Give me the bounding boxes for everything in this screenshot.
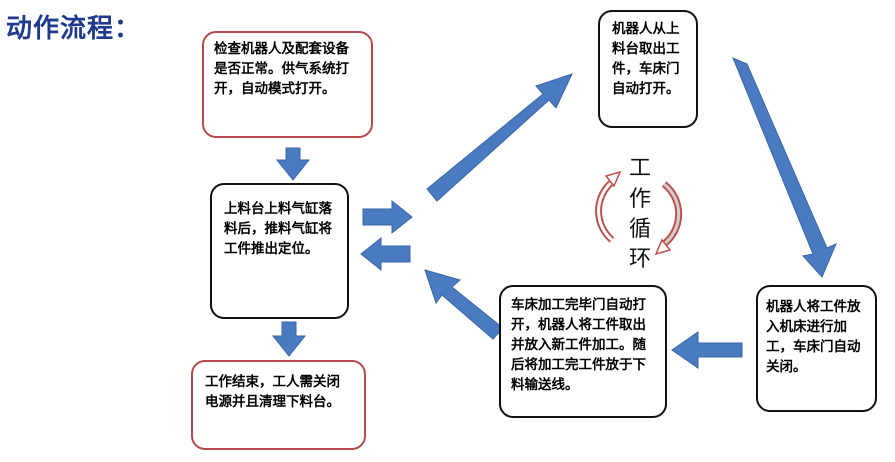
arrow-diagonal-feed-to-pick <box>426 73 573 202</box>
step-load-text: 机器人将工件放入机床进行加工，车床门自动关闭。 <box>766 299 861 375</box>
arrow-diagonal-unload-to-feed <box>424 269 504 340</box>
arrow-left-load-to-unload <box>671 331 743 369</box>
step-unload-box: 车床加工完毕门自动打开，机器人将工件取出并放入新工件加工。随后将加工完工件放于下… <box>499 285 667 418</box>
arrow-down-check-to-feed <box>275 147 311 181</box>
arrow-left-exchange <box>360 236 411 272</box>
step-end-text: 工作结束，工人需关闭电源并且清理下料台。 <box>205 374 340 410</box>
arrow-diagonal-pick-to-load <box>732 57 837 278</box>
cycle-arrows-icon <box>595 170 683 256</box>
step-pick-box: 机器人从上料台取出工件，车床门自动打开。 <box>598 10 698 128</box>
cycle-char-1: 工 <box>629 156 652 181</box>
step-feed-text: 上料台上料气缸落料后，推料气缸将工件推出定位。 <box>224 201 332 257</box>
step-load-box: 机器人将工件放入机床进行加工，车床门自动关闭。 <box>756 285 877 412</box>
step-check-text: 检查机器人及配套设备是否正常。供气系统打开，自动模式打开。 <box>214 41 349 97</box>
page-title: 动作流程： <box>6 14 142 44</box>
arrow-down-feed-to-end <box>271 321 307 357</box>
cycle-char-4: 环 <box>629 247 652 272</box>
step-feed-box: 上料台上料气缸落料后，推料气缸将工件推出定位。 <box>210 183 349 319</box>
step-check-box: 检查机器人及配套设备是否正常。供气系统打开，自动模式打开。 <box>202 31 373 138</box>
arrow-right-exchange <box>362 199 413 235</box>
cycle-char-2: 作 <box>629 187 652 212</box>
cycle-char-3: 循 <box>629 217 652 242</box>
step-end-box: 工作结束，工人需关闭电源并且清理下料台。 <box>191 360 366 450</box>
step-unload-text: 车床加工完毕门自动打开，机器人将工件取出并放入新工件加工。随后将加工完工件放于下… <box>511 297 646 393</box>
step-pick-text: 机器人从上料台取出工件，车床门自动打开。 <box>612 21 680 97</box>
